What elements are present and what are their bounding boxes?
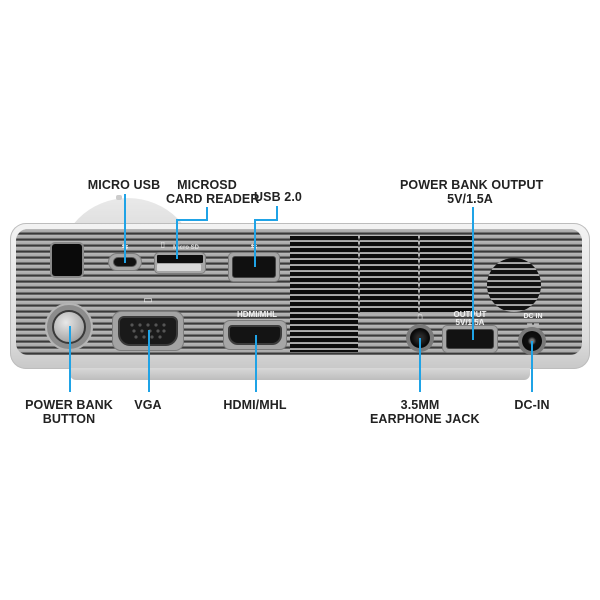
label-text: 3.5MM bbox=[400, 398, 440, 412]
label-text: MICRO USB bbox=[87, 178, 161, 192]
leader-line-power-bank-output bbox=[472, 207, 474, 340]
hdmi-marking: HDMI/MHL bbox=[237, 310, 277, 319]
output-marking: OUTPUT 5V/1.5A bbox=[448, 311, 492, 327]
projector-foot bbox=[70, 368, 530, 380]
usb-icon: ⇆ bbox=[245, 243, 263, 251]
vent-grille bbox=[420, 236, 474, 314]
microsd-slot-lip bbox=[157, 264, 201, 271]
leader-line-microsd bbox=[206, 207, 208, 221]
label-vga: VGA bbox=[128, 398, 168, 412]
label-hdmi-mhl: HDMI/MHL bbox=[222, 398, 288, 412]
label-micro-usb: MICRO USB bbox=[86, 178, 162, 192]
monitor-icon: ▭ bbox=[143, 295, 153, 306]
leader-line-microsd bbox=[176, 219, 208, 221]
label-usb-2: USB 2.0 bbox=[250, 190, 306, 204]
output-marking-line: 5V/1.5A bbox=[455, 318, 485, 327]
label-text: POWER BANK OUTPUT bbox=[400, 178, 544, 192]
speaker-grille bbox=[487, 258, 541, 312]
dome-nub bbox=[116, 195, 122, 200]
microsd-marking: Micro SD bbox=[172, 245, 199, 251]
vent-grille bbox=[360, 236, 418, 314]
vent-grille bbox=[290, 236, 358, 352]
label-power-bank-output: POWER BANK OUTPUT 5V/1.5A bbox=[400, 178, 544, 206]
sd-card-icon: ▯ bbox=[160, 240, 166, 249]
leader-line-vga bbox=[148, 330, 150, 392]
microsd-slot[interactable] bbox=[157, 255, 203, 263]
vga-pins bbox=[130, 323, 166, 339]
leader-line-hdmi bbox=[255, 335, 257, 392]
leader-line-usb2 bbox=[254, 219, 278, 221]
label-text: BUTTON bbox=[42, 412, 96, 426]
label-microsd-card-reader: MICROSD CARD READER bbox=[166, 178, 260, 206]
leader-line-earphone bbox=[419, 338, 421, 392]
label-text: CARD READER bbox=[166, 192, 260, 206]
label-text: VGA bbox=[134, 398, 162, 412]
dc-symbol-icon: ═ ═ bbox=[527, 321, 539, 328]
label-text: EARPHONE JACK bbox=[370, 412, 480, 426]
label-dc-in: DC-IN bbox=[506, 398, 558, 412]
label-earphone-jack: 3.5MM EARPHONE JACK bbox=[370, 398, 480, 426]
ir-sensor-window bbox=[52, 244, 82, 276]
leader-line-micro-usb bbox=[124, 194, 126, 263]
leader-line-usb2 bbox=[254, 219, 256, 267]
output-marking-line: OUTPUT bbox=[453, 310, 487, 319]
label-text: POWER BANK bbox=[25, 398, 113, 412]
dc-in-marking: DC IN bbox=[523, 313, 543, 320]
leader-line-usb2 bbox=[276, 206, 278, 221]
leader-line-power-bank-button bbox=[69, 326, 71, 392]
label-text: 5V/1.5A bbox=[447, 192, 493, 206]
leader-line-dc-in bbox=[531, 341, 533, 392]
label-text: MICROSD bbox=[177, 178, 237, 192]
power-bank-output-port[interactable] bbox=[446, 329, 494, 349]
label-text: DC-IN bbox=[514, 398, 550, 412]
headphones-icon: ∩ bbox=[416, 311, 424, 322]
label-text: HDMI/MHL bbox=[223, 398, 287, 412]
label-power-bank-button: POWER BANK BUTTON bbox=[24, 398, 114, 426]
leader-line-microsd bbox=[176, 219, 178, 259]
label-text: USB 2.0 bbox=[254, 190, 302, 204]
